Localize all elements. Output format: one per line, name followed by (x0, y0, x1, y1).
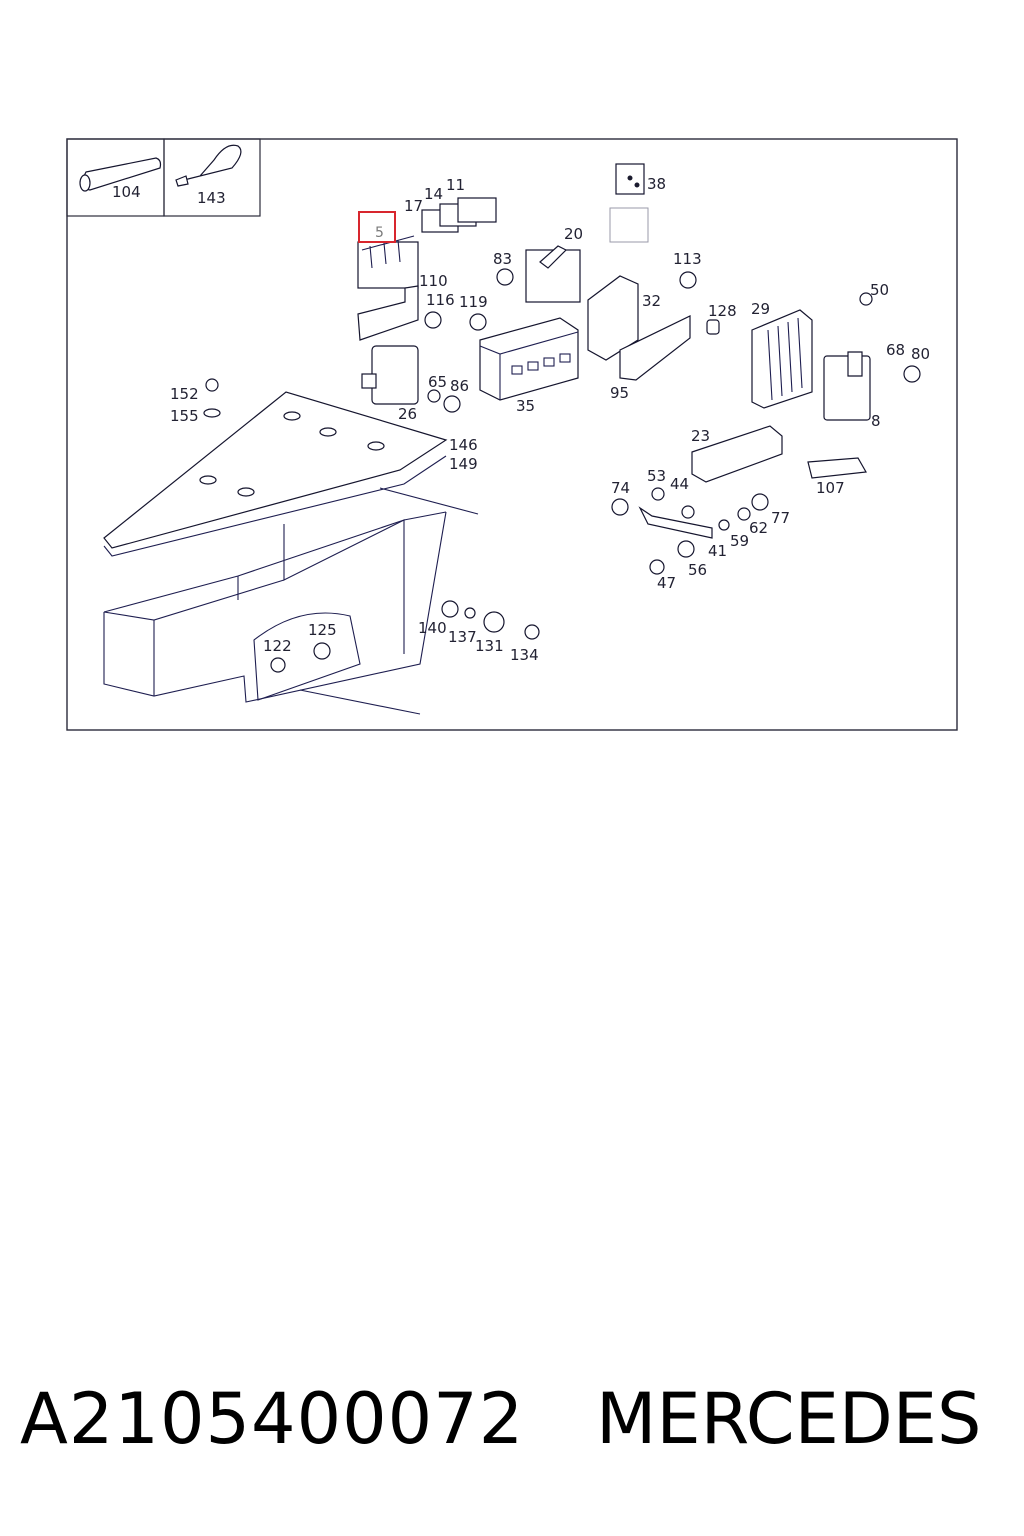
label-83: 83 (493, 250, 512, 268)
connector-107-drawing (807, 457, 867, 479)
label-53: 53 (647, 467, 666, 485)
highlight-box[interactable] (358, 211, 396, 243)
label-110: 110 (419, 272, 448, 290)
product-footer: A2105400072 MERCEDES (20, 1374, 1010, 1464)
label-62: 62 (749, 519, 768, 537)
label-8: 8 (871, 412, 881, 430)
label-140: 140 (418, 619, 447, 637)
label-128: 128 (708, 302, 737, 320)
diagram-frame (66, 138, 958, 731)
relay-38-drawing (609, 163, 649, 243)
label-47: 47 (657, 574, 676, 592)
label-14: 14 (424, 185, 443, 203)
relays-11-14-17-drawing (421, 197, 497, 233)
label-29: 29 (751, 300, 770, 318)
label-143: 143 (197, 189, 226, 207)
cable-tie-drawing (175, 144, 242, 187)
label-146: 146 (449, 436, 478, 454)
label-35: 35 (516, 397, 535, 415)
label-17: 17 (404, 197, 423, 215)
fasteners-drawing (203, 268, 921, 673)
bracket-41-drawing (638, 506, 713, 539)
switch-20-drawing (525, 245, 581, 303)
label-95: 95 (610, 384, 629, 402)
inset-box-143 (163, 138, 261, 217)
label-68: 68 (886, 341, 905, 359)
label-5: 5 (375, 225, 384, 241)
label-122: 122 (263, 637, 292, 655)
label-149: 149 (449, 455, 478, 473)
label-80: 80 (911, 345, 930, 363)
body-structure-drawing (103, 487, 479, 715)
bracket-110-drawing (357, 285, 419, 341)
module-29-drawing (751, 309, 813, 409)
fusebox-35-drawing (479, 317, 579, 401)
bracket-95-drawing (619, 315, 691, 381)
label-56: 56 (688, 561, 707, 579)
hose-part-drawing (79, 157, 162, 192)
label-23: 23 (691, 427, 710, 445)
label-50: 50 (870, 281, 889, 299)
label-104: 104 (112, 183, 141, 201)
label-119: 119 (459, 293, 488, 311)
label-41: 41 (708, 542, 727, 560)
label-32: 32 (642, 292, 661, 310)
callout-labels: 104 143 38 11 14 17 5 20 83 113 110 116 … (112, 175, 930, 664)
label-59: 59 (730, 532, 749, 550)
unit-23-drawing (691, 425, 783, 483)
module-8-drawing (823, 351, 871, 421)
label-65: 65 (428, 373, 447, 391)
label-134: 134 (510, 646, 539, 664)
label-20: 20 (564, 225, 583, 243)
label-125: 125 (308, 621, 337, 639)
plate-146-149-drawing (103, 391, 448, 557)
module-26-drawing (361, 345, 419, 405)
label-44: 44 (670, 475, 689, 493)
label-137: 137 (448, 628, 477, 646)
label-74: 74 (611, 479, 630, 497)
fuse-holder-5-drawing (357, 235, 419, 289)
label-38: 38 (647, 175, 666, 193)
part-number: A2105400072 (20, 1378, 525, 1460)
label-86: 86 (450, 377, 469, 395)
control-unit-32-drawing (587, 275, 639, 361)
label-131: 131 (475, 637, 504, 655)
label-113: 113 (673, 250, 702, 268)
label-77: 77 (771, 509, 790, 527)
label-116: 116 (426, 291, 455, 309)
label-26: 26 (398, 405, 417, 423)
parts-diagram: 104 143 38 11 14 17 5 20 83 113 110 116 … (66, 138, 958, 731)
label-107: 107 (816, 479, 845, 497)
label-152: 152 (170, 385, 199, 403)
brand-name: MERCEDES (596, 1378, 982, 1460)
label-11: 11 (446, 176, 465, 194)
label-155: 155 (170, 407, 199, 425)
